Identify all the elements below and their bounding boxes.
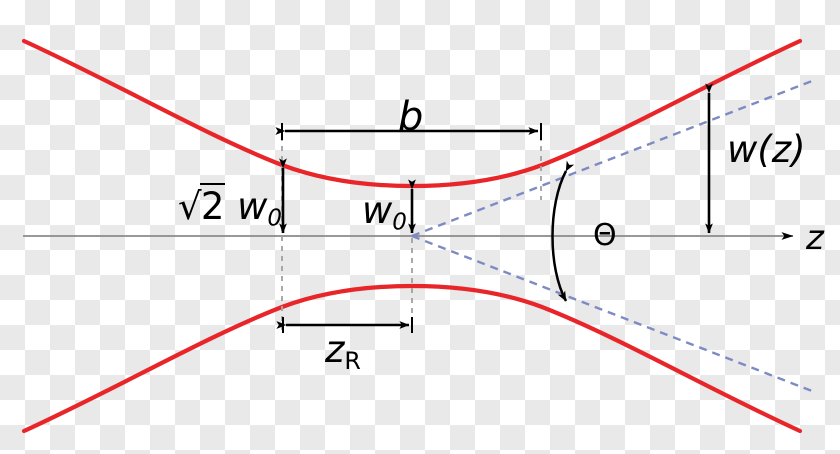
annotation-zr — [276, 317, 413, 333]
label-zr: zR — [325, 331, 361, 374]
theta-arc — [551, 160, 575, 302]
label-z-axis: z — [806, 218, 824, 258]
w0-base: w — [362, 189, 393, 232]
sqrt-radicand: 2 — [199, 183, 226, 228]
label-w0: w0 — [362, 192, 407, 234]
label-b: b — [398, 94, 424, 140]
zr-subscript: R — [344, 347, 361, 376]
annotation-theta-arc — [551, 160, 575, 302]
label-sqrt2-w0: √2 w0 — [178, 183, 283, 232]
w0-subscript: 0 — [392, 209, 407, 236]
upper-asymptote-line — [411, 79, 813, 238]
sqrt-symbol: √ — [178, 185, 202, 228]
asymptote-group — [411, 79, 813, 393]
label-theta: Θ — [593, 218, 617, 253]
lower-beam-envelope — [21, 283, 803, 434]
label-wz: w(z) — [727, 128, 806, 171]
sqrt2-w0-subscript: 0 — [267, 205, 283, 232]
annotation-b — [275, 123, 542, 140]
lower-asymptote-line — [411, 234, 813, 393]
sqrt2-w0-base: w — [237, 185, 268, 228]
zr-base: z — [325, 328, 345, 371]
